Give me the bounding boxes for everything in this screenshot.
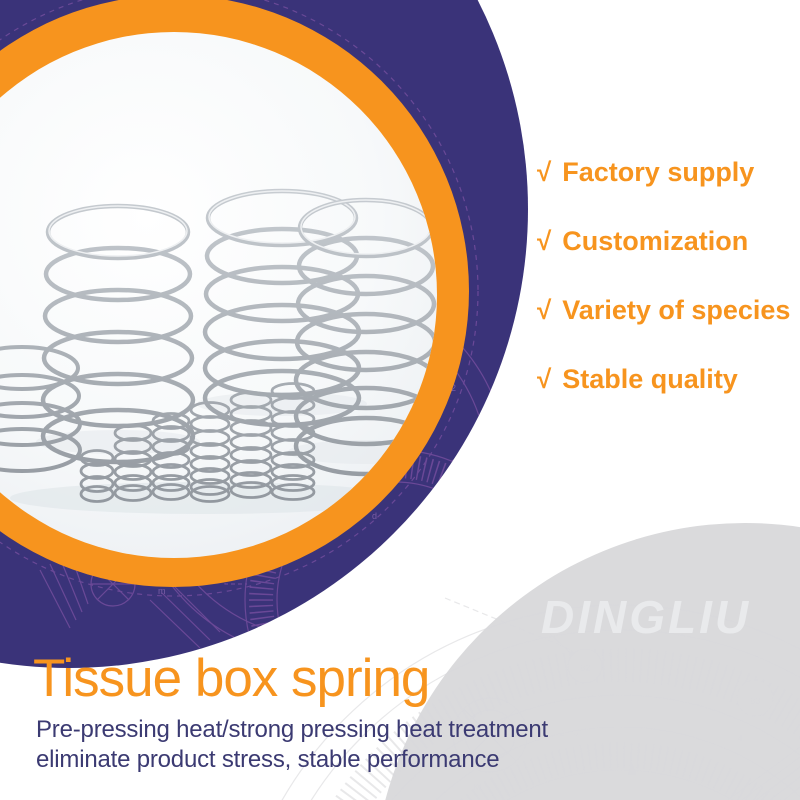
feature-item-factory-supply: √ Factory supply [537, 156, 790, 188]
product-title: Tissue box spring [33, 649, 430, 708]
spring-medium-left-partial [0, 345, 82, 473]
spring-small-3 [151, 412, 191, 501]
feature-label: Customization [562, 226, 749, 256]
springs-photo [0, 188, 437, 514]
check-icon: √ [537, 157, 552, 187]
feature-item-customization: √ Customization [537, 225, 790, 257]
ring-label-m: m [158, 586, 166, 596]
ring-label-d: d [372, 511, 377, 521]
feature-label: Variety of species [562, 295, 791, 325]
check-icon: √ [537, 364, 552, 394]
feature-item-stable-quality: √ Stable quality [537, 363, 790, 395]
check-icon: √ [537, 295, 552, 325]
spring-small-5 [229, 391, 273, 499]
spring-small-1 [79, 449, 115, 503]
feature-label: Factory supply [562, 157, 755, 187]
caption-block: Tissue box spring Pre-pressing heat/stro… [33, 650, 548, 775]
feature-checklist: √ Factory supply √ Customization √ Varie… [537, 156, 790, 395]
ring-label-1: 1 [451, 458, 456, 468]
brand-watermark: DINGLIU [541, 591, 752, 643]
spring-small-6 [270, 382, 316, 501]
feature-label: Stable quality [562, 364, 738, 394]
feature-item-variety-of-species: √ Variety of species [537, 294, 790, 326]
spring-small-4 [189, 401, 231, 503]
product-subtitle-line2: eliminate product stress, stable perform… [36, 746, 500, 773]
ring-label-2: 2 [451, 383, 456, 393]
product-subtitle-line1: Pre-pressing heat/strong pressing heat t… [36, 716, 549, 743]
check-icon: √ [537, 226, 552, 256]
spring-small-2 [113, 424, 153, 502]
